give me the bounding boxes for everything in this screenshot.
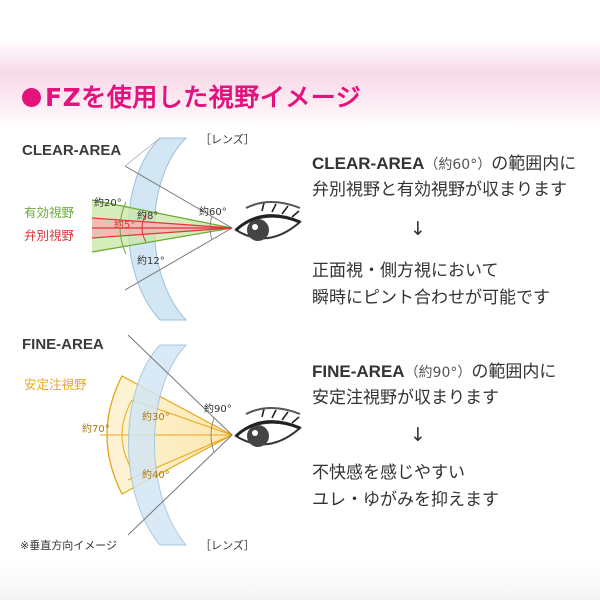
clear-desc-paren: （約60°） [424, 157, 492, 173]
fine-90deg-line-top [127, 334, 233, 436]
fine-eye-illustration [234, 407, 302, 447]
fine-desc-head: FINE-AREA [312, 362, 405, 381]
fine-desc-line2: 安定注視野が収まります [312, 388, 499, 408]
clear-down-arrow-icon: ↓ [410, 218, 426, 240]
clear-60deg-line-top [124, 165, 233, 229]
fine-angle-70: 約70° [82, 424, 110, 435]
clear-label-discriminative: 弁別視野 [24, 228, 75, 243]
clear-red-line-top [91, 217, 233, 229]
fine-desc-line4: ユレ・ゆがみを抑えます [312, 490, 499, 510]
fine-desc-tail: の範囲内に [471, 362, 557, 382]
page-title: FZを使用した視野イメージ [22, 78, 361, 114]
clear-lens-ref-top [124, 137, 161, 167]
clear-eye-illustration [234, 201, 302, 241]
bullet-dot-icon [22, 88, 41, 107]
clear-green-line-top [91, 199, 233, 229]
clear-area-heading: CLEAR-AREA [22, 142, 122, 159]
fine-area-heading: FINE-AREA [22, 336, 104, 353]
clear-green-line-bottom [91, 227, 233, 253]
clear-desc-line2: 弁別視野と有効視野が収まります [312, 180, 567, 200]
clear-lens [128, 137, 188, 321]
clear-label-effective: 有効視野 [24, 205, 75, 220]
clear-lens-label: ［レンズ］ [200, 133, 255, 146]
clear-desc-tail: の範囲内に [491, 154, 577, 174]
fine-lens-label: ［レンズ］ [200, 539, 255, 552]
clear-desc-line1: CLEAR-AREA（約60°）の範囲内に [312, 150, 576, 179]
clear-desc-line3: 正面視・側方視において [312, 261, 499, 281]
page-title-text: FZを使用した視野イメージ [45, 83, 362, 112]
clear-angle-5: 約5° [114, 220, 136, 231]
title-banner [0, 0, 600, 128]
clear-angle-20: 約20° [94, 198, 122, 209]
fine-desc-line3: 不快感を感じやすい [312, 463, 465, 483]
fine-angle-90: 約90° [204, 404, 232, 415]
clear-angle-8: 約8° [137, 211, 159, 222]
clear-arc-20 [119, 201, 127, 255]
fine-arc-90 [210, 417, 215, 453]
fine-desc-paren: （約90°） [404, 365, 472, 381]
clear-desc-line4: 瞬時にピント合わせが可能です [312, 288, 550, 308]
clear-arc-8 [141, 213, 147, 243]
clear-angle-60: 約60° [199, 207, 227, 218]
clear-desc-head: CLEAR-AREA [312, 154, 425, 173]
fine-down-arrow-icon: ↓ [410, 424, 426, 446]
fine-label-stable: 安定注視野 [24, 377, 87, 392]
clear-arc-60 [209, 215, 213, 241]
fine-angle-40: 約40° [142, 470, 170, 481]
footnote-vertical-image: ※垂直方向イメージ [20, 539, 117, 552]
fine-90deg-line-bottom [127, 434, 233, 536]
clear-red-line-bottom [91, 227, 233, 239]
fine-desc-line1: FINE-AREA（約90°）の範囲内に [312, 358, 556, 387]
clear-60deg-line-bottom [124, 227, 233, 291]
clear-angle-12: 約12° [137, 256, 165, 267]
fine-lens [128, 344, 188, 546]
bottom-bar [0, 560, 600, 600]
fine-angle-30: 約30° [142, 412, 170, 423]
